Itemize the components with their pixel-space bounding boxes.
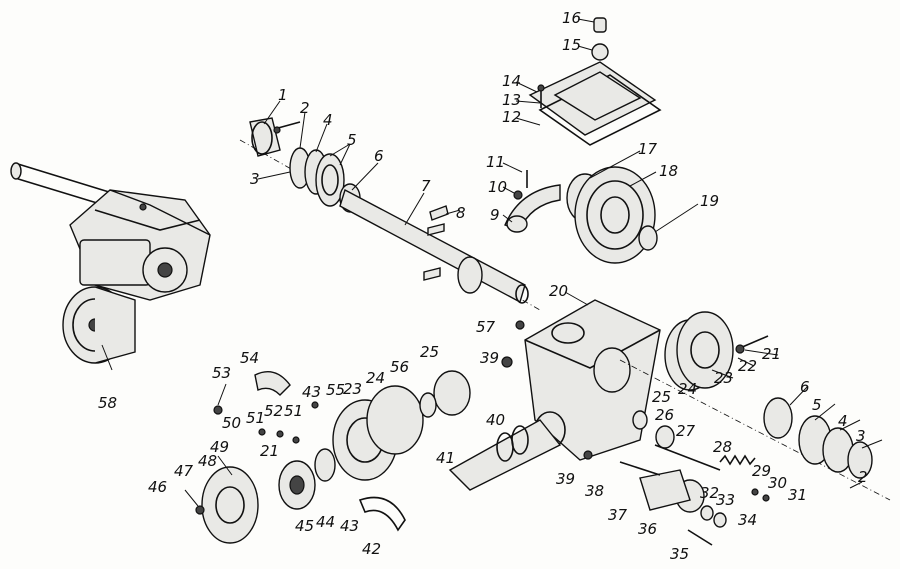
part-label-25-2: 25	[420, 343, 439, 361]
part-label-22: 22	[738, 357, 757, 375]
leader-lines	[101, 18, 883, 507]
part-label-40: 40	[486, 411, 505, 429]
part-label-4-2: 4	[838, 412, 848, 430]
part-label-21: 21	[762, 345, 781, 363]
part-label-27: 27	[676, 422, 696, 440]
part-label-24: 24	[678, 380, 697, 398]
lower-right-small-parts	[619, 444, 770, 546]
pinion-shaft-parts	[448, 320, 593, 491]
right-shaft-parts	[619, 311, 891, 501]
part-label-41: 41	[436, 449, 455, 467]
part-label-53: 53	[212, 364, 231, 382]
left-clutch-group	[195, 370, 471, 544]
part-label-34: 34	[738, 511, 757, 529]
part-label-3-2: 3	[856, 427, 866, 445]
part-label-38: 38	[585, 482, 604, 500]
part-label-28: 28	[713, 438, 732, 456]
part-label-20: 20	[549, 282, 568, 300]
part-label-5: 5	[347, 131, 357, 149]
part-label-43: 43	[340, 517, 359, 535]
part-label-18: 18	[659, 162, 678, 180]
part-label-12: 12	[502, 108, 521, 126]
part-label-6-2: 6	[800, 378, 810, 396]
part-label-2: 2	[300, 99, 310, 117]
part-label-2-2: 2	[858, 468, 868, 486]
part-label-47: 47	[174, 462, 194, 480]
part-label-29: 29	[752, 462, 771, 480]
part-label-8: 8	[456, 204, 466, 222]
part-label-30: 30	[768, 474, 787, 492]
part-label-39-2: 39	[556, 470, 575, 488]
part-label-37: 37	[608, 506, 628, 524]
part-label-23: 23	[714, 369, 733, 387]
part-label-42: 42	[362, 540, 381, 558]
part-label-54: 54	[240, 349, 259, 367]
part-label-39: 39	[480, 349, 499, 367]
part-label-51-2: 51	[284, 402, 303, 420]
part-label-23-2: 23	[343, 380, 362, 398]
part-label-35: 35	[670, 545, 689, 563]
part-label-10: 10	[488, 178, 507, 196]
part-label-57: 57	[476, 318, 496, 336]
part-label-24-2: 24	[366, 369, 385, 387]
part-label-44: 44	[316, 513, 335, 531]
part-label-19: 19	[700, 192, 719, 210]
part-label-15: 15	[562, 36, 581, 54]
part-label-7: 7	[421, 177, 431, 195]
part-label-45: 45	[295, 517, 314, 535]
top-cover-assembly	[528, 17, 662, 146]
part-label-55: 55	[326, 381, 345, 399]
part-label-58: 58	[98, 394, 117, 412]
part-label-1: 1	[278, 86, 288, 104]
part-label-13: 13	[502, 91, 521, 109]
part-label-36: 36	[638, 520, 657, 538]
part-label-33: 33	[716, 491, 735, 509]
part-label-6: 6	[374, 147, 384, 165]
part-label-52: 52	[264, 402, 283, 420]
part-label-49: 49	[210, 438, 229, 456]
part-label-16: 16	[562, 9, 581, 27]
part-label-5-2: 5	[812, 396, 822, 414]
part-label-31: 31	[788, 486, 807, 504]
part-label-4: 4	[323, 111, 333, 129]
part-58-assembled-gearbox	[10, 162, 211, 364]
part-20-gear-housing	[524, 299, 661, 461]
part-label-48: 48	[198, 452, 217, 470]
part-label-25: 25	[652, 388, 671, 406]
part-label-17: 17	[638, 140, 658, 158]
part-label-21-2: 21	[260, 442, 279, 460]
part-label-3: 3	[250, 170, 260, 188]
part-label-43-2: 43	[302, 383, 321, 401]
part-label-14: 14	[502, 72, 521, 90]
part-label-56: 56	[390, 358, 409, 376]
part-label-9: 9	[490, 206, 500, 224]
fork-and-gear-assembly	[504, 166, 658, 264]
part-label-26: 26	[655, 406, 674, 424]
part-label-51: 51	[246, 409, 265, 427]
part-label-46: 46	[148, 478, 167, 496]
part-label-11: 11	[486, 153, 505, 171]
part-label-50: 50	[222, 414, 241, 432]
part-label-32: 32	[700, 484, 719, 502]
